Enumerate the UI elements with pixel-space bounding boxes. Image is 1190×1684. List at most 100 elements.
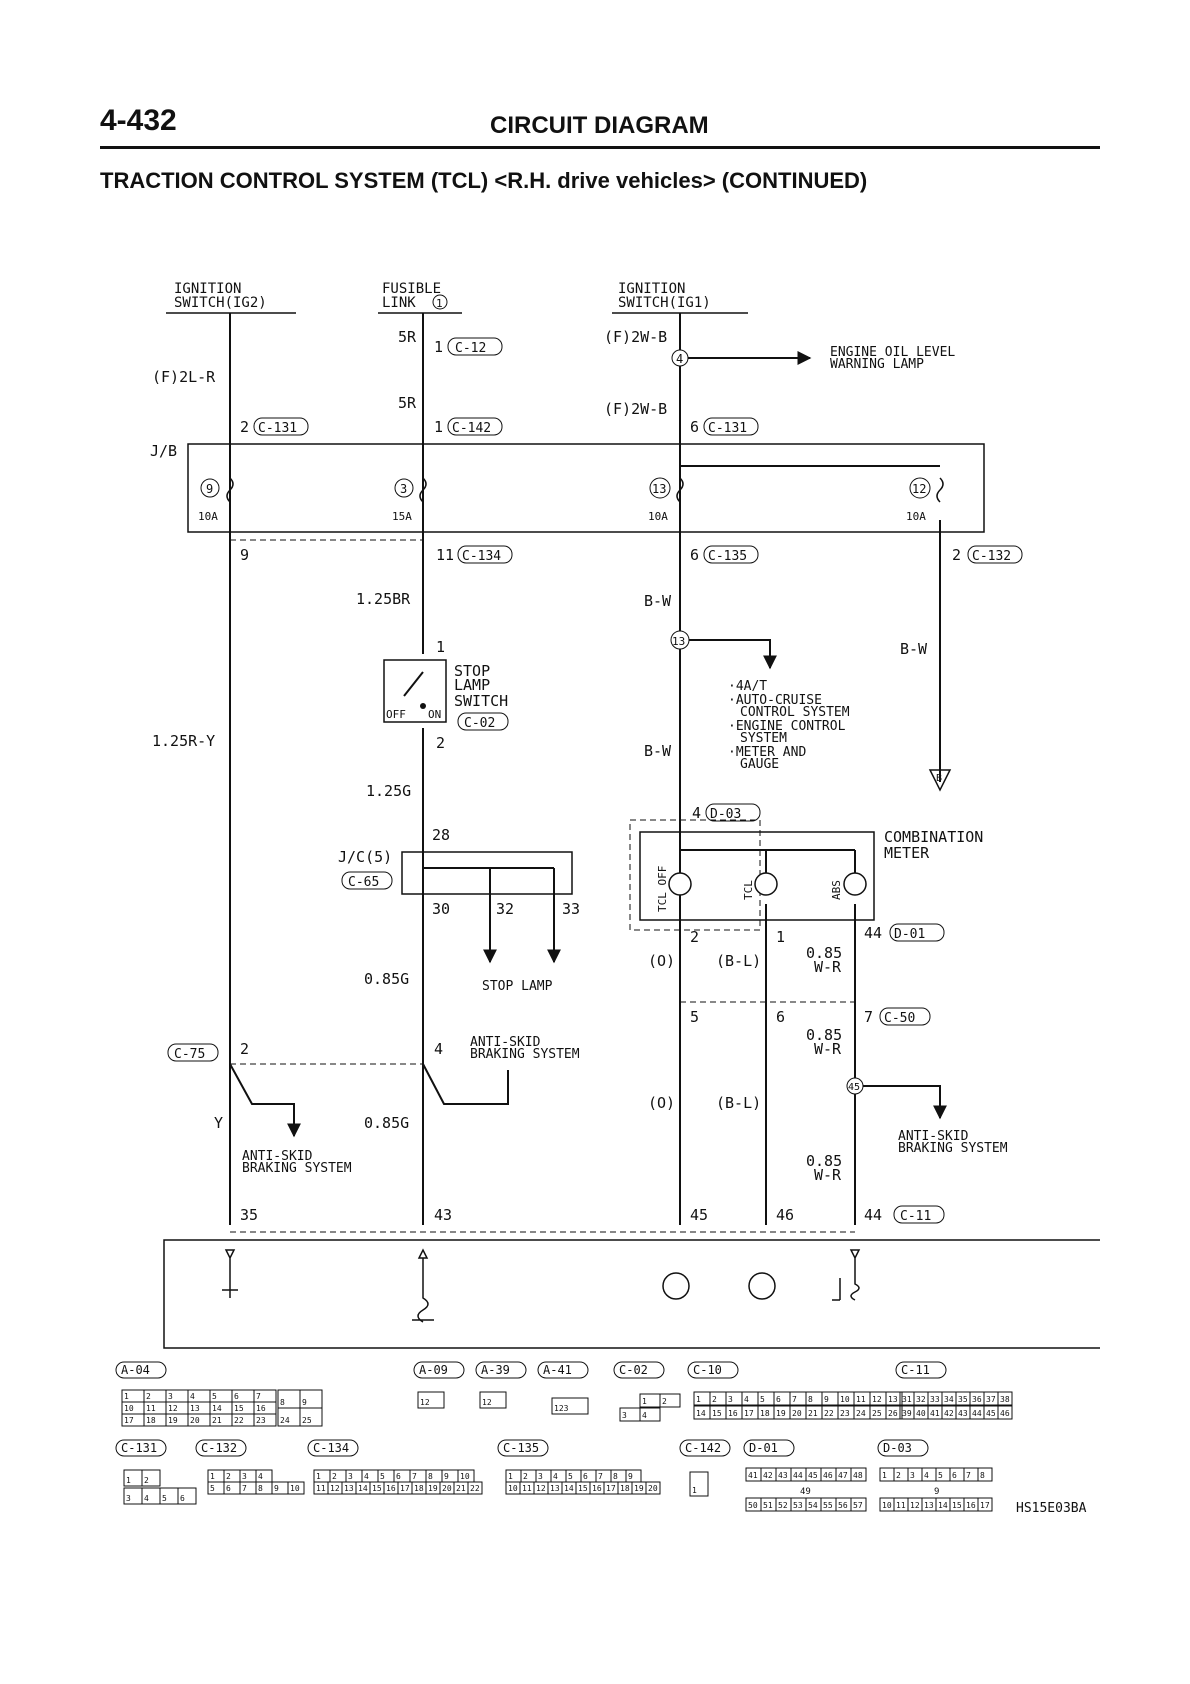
d01-r3-pin: 57: [853, 1501, 863, 1510]
label-d01: D-01: [894, 927, 925, 942]
a04-r2-pin: 16: [256, 1404, 266, 1413]
c134-r1-pin: 10: [460, 1472, 470, 1481]
meter-dashed-box: [629, 819, 761, 931]
c10-r1-pin: 9: [824, 1395, 829, 1404]
wire-bl-b: (B-L): [716, 1094, 761, 1112]
stop-label-3: SWITCH: [454, 692, 508, 710]
fuse-3-amp: 15A: [392, 510, 412, 523]
d01-r3-pin: 55: [823, 1501, 833, 1510]
pin-m4: 4: [692, 804, 701, 822]
c11-r1-pin: 37: [986, 1395, 996, 1404]
fuse-9: 9: [206, 482, 213, 496]
ecu-input-43: [412, 1248, 434, 1323]
fuse-13: 13: [652, 482, 666, 496]
c11-r1-pin: 36: [972, 1395, 982, 1404]
c11-r2-pin: 42: [944, 1409, 954, 1418]
d03-r1-pin: 7: [966, 1471, 971, 1480]
pin-e45: 45: [690, 1206, 708, 1224]
pin-6b: 6: [690, 546, 699, 564]
target-meter-2: GAUGE: [740, 757, 779, 772]
ig2-label-2: SWITCH(IG2): [174, 295, 267, 311]
splice-4: [671, 349, 689, 367]
c132-r2-pin: 9: [274, 1484, 279, 1493]
c10-r1-pin: 1: [696, 1395, 701, 1404]
d03-r3-pin: 15: [952, 1501, 962, 1510]
c11-r1-pin: 33: [930, 1395, 940, 1404]
wire-085g-b: 0.85G: [364, 1114, 409, 1132]
c11-r1-pin: 31: [902, 1395, 912, 1404]
d01-mid: 49: [800, 1487, 811, 1497]
a04-r3-cell: [253, 1413, 277, 1427]
c134-r1-pin: 8: [428, 1472, 433, 1481]
label-c11: C-11: [900, 1209, 931, 1224]
c131-r2-pin: 4: [144, 1494, 149, 1503]
c134-r1-pin: 7: [412, 1472, 417, 1481]
wire-o-b: (O): [648, 1094, 675, 1112]
stop-label-1: STOP: [454, 662, 490, 680]
target-engine-2: SYSTEM: [740, 731, 787, 746]
splice-45-num: 45: [848, 1082, 860, 1093]
tag-c135: [703, 545, 759, 564]
pin-j5: 5: [690, 1008, 699, 1026]
d03-r3-pin: 12: [910, 1501, 920, 1510]
c10-r2-pin: 18: [760, 1409, 770, 1418]
view-a09-label: A-09: [419, 1363, 448, 1377]
view-d01-tag: [743, 1439, 795, 1457]
tag-c11: [893, 1205, 945, 1224]
a04-r3-pin: 22: [234, 1416, 244, 1425]
wire-wr-b1: 0.85: [806, 1026, 842, 1044]
label-c50: C-50: [884, 1011, 915, 1026]
pin-jc30: 30: [432, 900, 450, 918]
c11-r2-pin: 39: [902, 1409, 912, 1418]
view-a39-label: A-39: [481, 1363, 510, 1377]
wire-splice13-out: [689, 639, 777, 670]
combination-meter: [639, 831, 875, 921]
ground-b: B: [936, 773, 942, 784]
label-c135: C-135: [708, 549, 747, 564]
c135-r1-pin: 5: [568, 1472, 573, 1481]
c135-r2-cell: [645, 1481, 661, 1495]
c10-r2-pin: 25: [872, 1409, 882, 1418]
c131-r2-pin: 3: [126, 1494, 131, 1503]
wire-bw-b: B-W: [644, 742, 672, 760]
junction-block: [187, 443, 985, 533]
pin-j7: 7: [864, 1008, 873, 1026]
view-c142-label: C-142: [685, 1441, 721, 1455]
c11-r2-pin: 45: [986, 1409, 996, 1418]
header-rule: [100, 146, 1100, 149]
fuse-12-element: [936, 477, 944, 503]
d01-r1-pin: 44: [793, 1471, 803, 1480]
meter-label-1: COMBINATION: [884, 828, 983, 846]
wire-f2lr: (F)2L-R: [152, 368, 216, 386]
c10-r1-pin: 5: [760, 1395, 765, 1404]
section-title: CIRCUIT DIAGRAM: [490, 112, 709, 139]
splice-4-num: 4: [676, 352, 683, 366]
a04-r3-pin: 19: [168, 1416, 178, 1425]
d01-r1-cell: [850, 1467, 867, 1482]
wire-wr-a1: 0.85: [806, 944, 842, 962]
pin-11: 11: [436, 546, 454, 564]
tag-c75: [167, 1043, 219, 1062]
fusible-label-2: LINK: [382, 295, 416, 311]
abs-lamp: [843, 872, 867, 896]
a04-r3-pin: 20: [190, 1416, 200, 1425]
c134-r1-pin: 2: [332, 1472, 337, 1481]
c134-r2-pin: 17: [400, 1484, 410, 1493]
c134-r1-pin: 4: [364, 1472, 369, 1481]
c132-r2-pin: 8: [258, 1484, 263, 1493]
a04-r2-pin: 10: [124, 1404, 134, 1413]
oil-label-1: ENGINE OIL LEVEL: [830, 345, 955, 360]
label-c75: C-75: [174, 1047, 205, 1062]
a04-r1-pin: 4: [190, 1392, 195, 1401]
view-a04-label: A-04: [121, 1363, 150, 1377]
view-c132-label: C-132: [201, 1441, 237, 1455]
ig2-label-1: IGNITION: [174, 281, 241, 297]
d01-r1-pin: 47: [838, 1471, 848, 1480]
c134-r2-pin: 19: [428, 1484, 438, 1493]
c134-r1-pin: 3: [348, 1472, 353, 1481]
ig1-label-2: SWITCH(IG1): [618, 295, 711, 311]
pin-sw2: 2: [436, 734, 445, 752]
a04-r2-pin: 12: [168, 1404, 178, 1413]
a04-side-bottom-pin: 25: [302, 1416, 312, 1425]
stop-lamp-switch: [383, 659, 447, 723]
